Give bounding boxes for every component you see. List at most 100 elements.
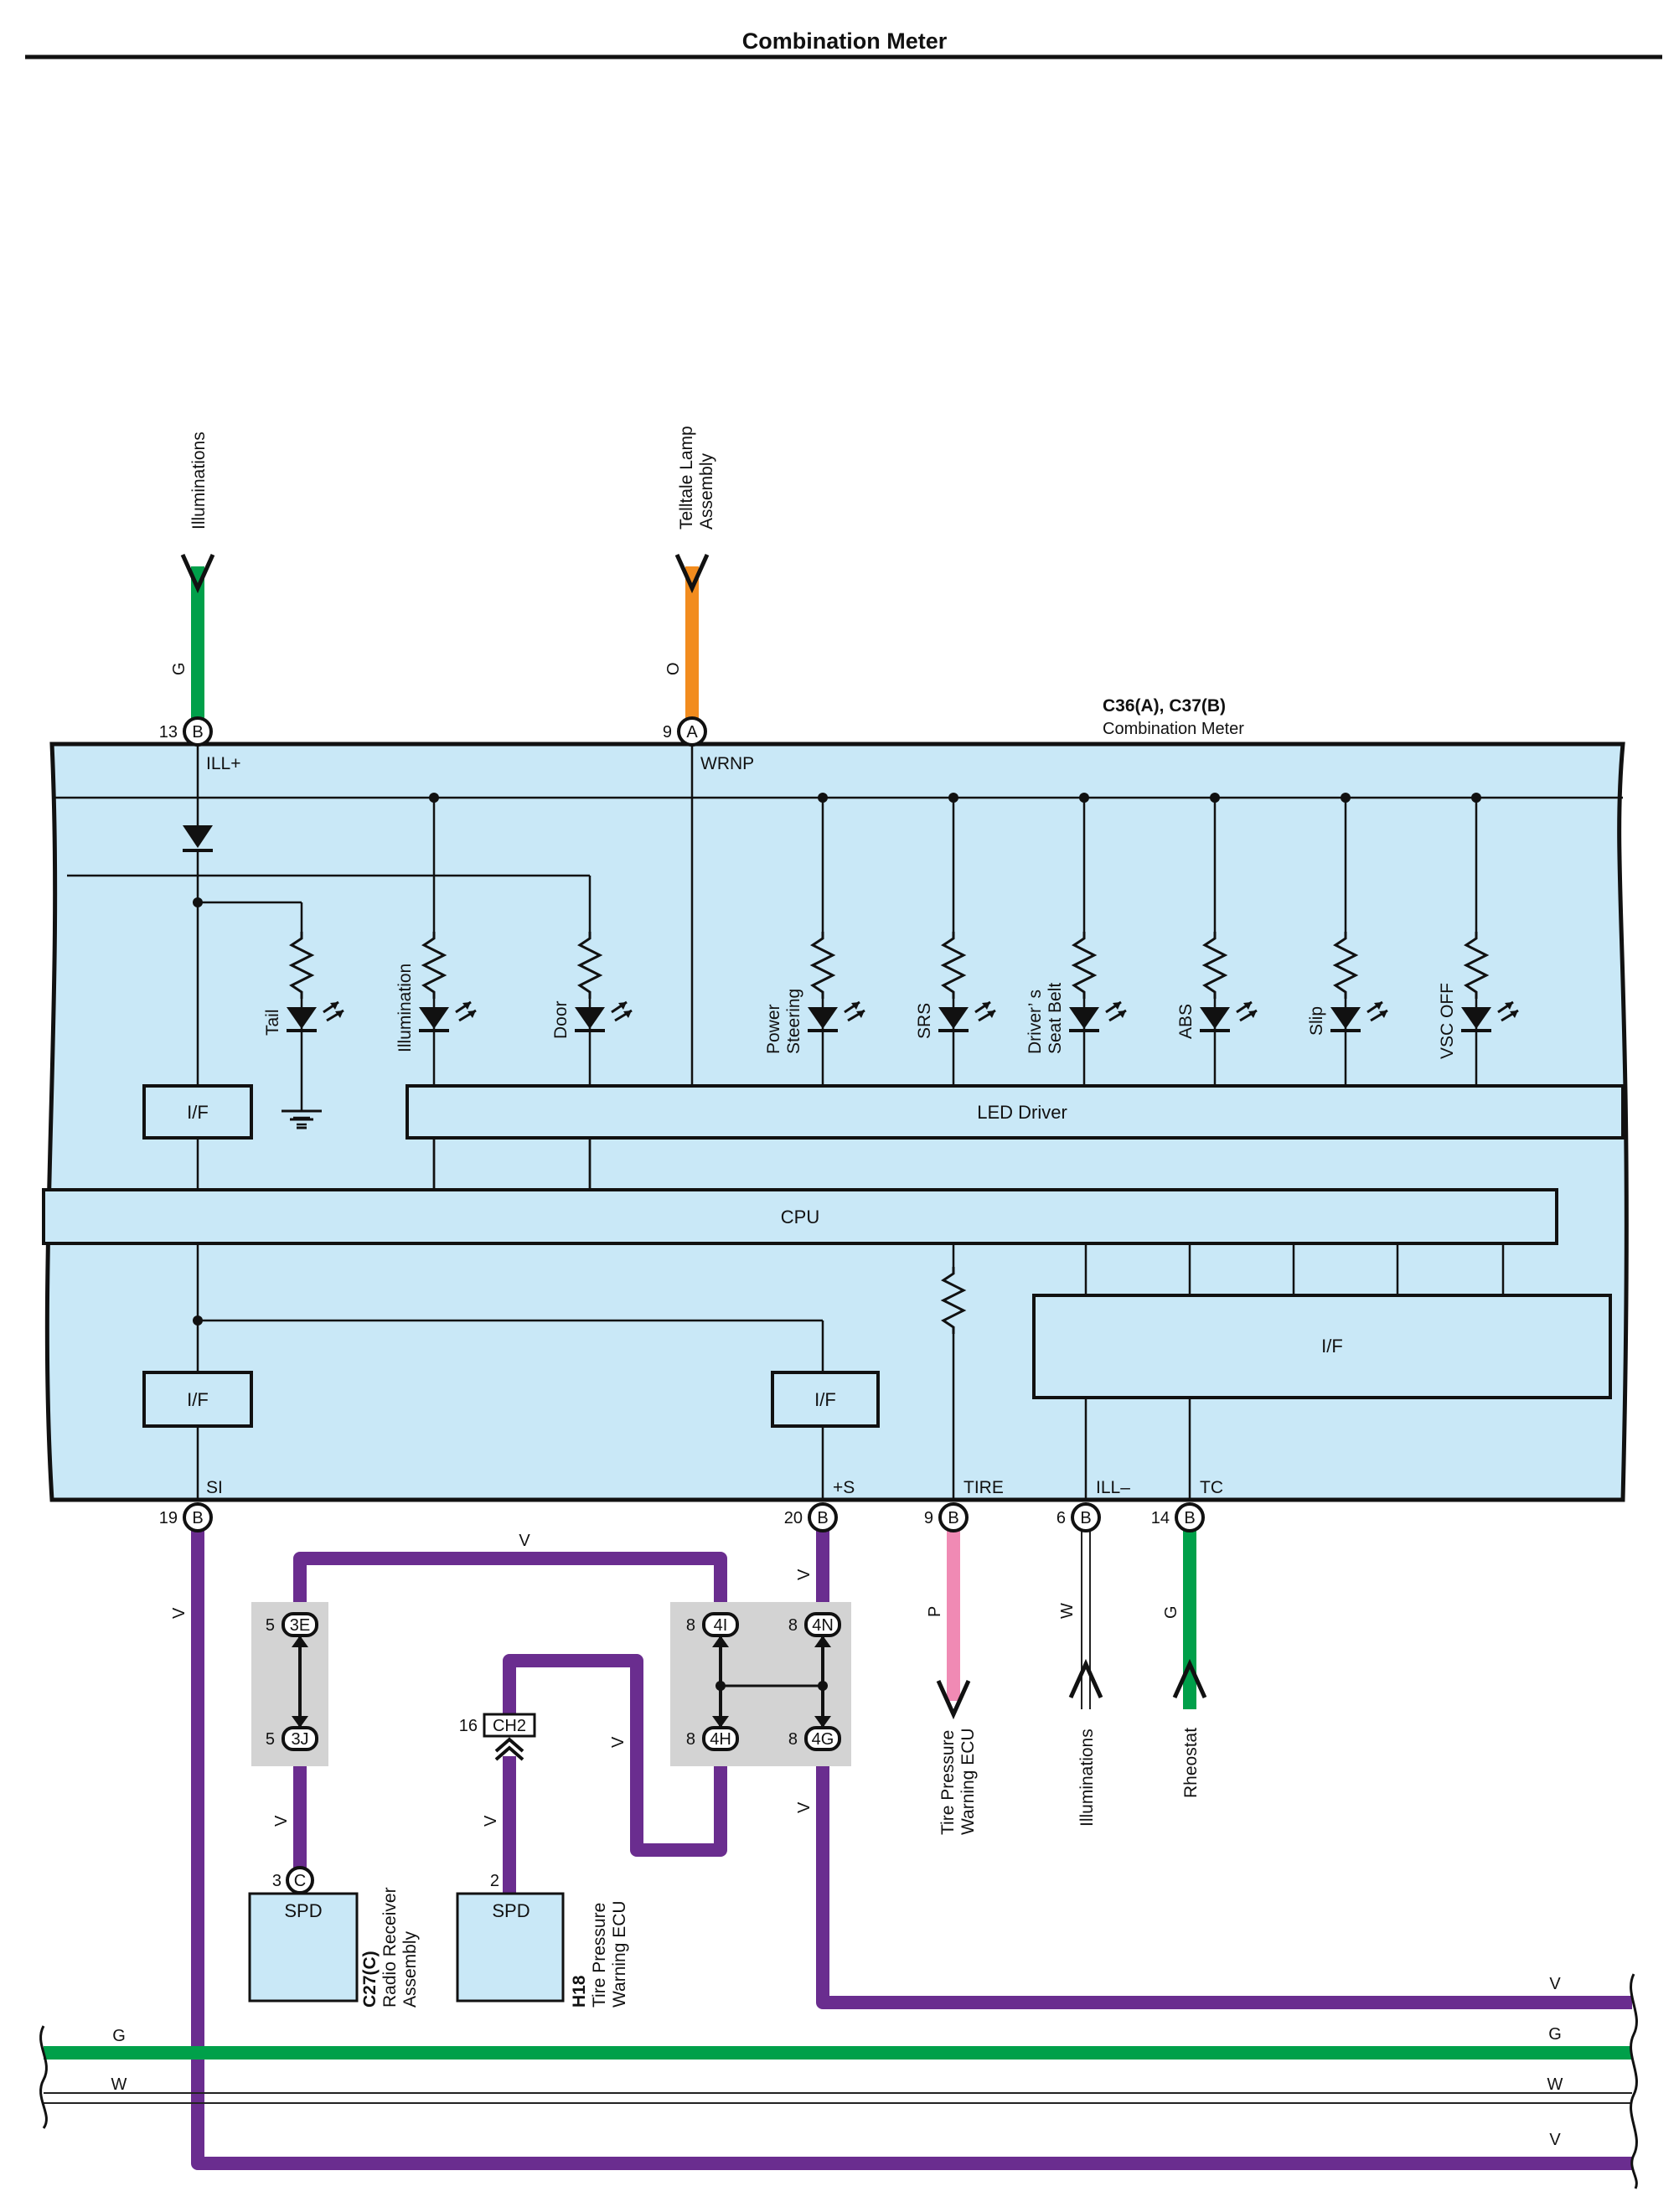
connector-a-top-letter: A — [686, 723, 698, 742]
tpms-spd-label: SPD — [492, 1900, 530, 1921]
connector-b-14 — [1175, 1502, 1205, 1532]
terminal-tc: TC — [1200, 1478, 1223, 1497]
tpms-name-1: Tire Pressure — [590, 1903, 609, 2008]
bus-label-g-left: G — [112, 2027, 126, 2045]
tpms-name-2: Warning ECU — [610, 1900, 629, 2008]
junction-3e-label: 3E — [290, 1616, 310, 1635]
label-telltale-2: Assembly — [697, 452, 716, 530]
wire-code-p: P — [926, 1606, 944, 1617]
tpms-pin-2: 2 — [490, 1872, 499, 1890]
dest-rheostat: Rheostat — [1181, 1728, 1201, 1798]
pin-19: 19 — [159, 1509, 178, 1527]
lamp-label-vsc-off: VSC OFF — [1438, 983, 1457, 1059]
if-block-right — [1032, 1294, 1612, 1399]
radio-spd-label: SPD — [284, 1900, 322, 1921]
junction-4i-label: 4I — [714, 1616, 728, 1635]
if-block-bottom-left — [142, 1371, 253, 1428]
if-block-top-left — [142, 1084, 253, 1140]
pin-6: 6 — [1056, 1509, 1066, 1527]
connector-b-9 — [938, 1502, 969, 1532]
if-label-1: I/F — [187, 1102, 209, 1123]
lamp-label-seat-belt: Seat Belt — [1046, 983, 1065, 1054]
connector-b-20 — [808, 1502, 838, 1532]
junction-3e — [282, 1612, 318, 1637]
if-label-4: I/F — [1321, 1336, 1343, 1357]
lamp-label-srs: SRS — [915, 1003, 934, 1039]
connector-ch2-label: CH2 — [493, 1717, 526, 1735]
junction-4h-label: 4H — [710, 1730, 731, 1749]
wire-v-radio-loop — [293, 1552, 727, 1614]
dest-illuminations: Illuminations — [1077, 1729, 1097, 1827]
lamp-label-abs: ABS — [1176, 1004, 1196, 1039]
junction-4n — [804, 1612, 841, 1637]
arrow-telltale-icon — [674, 553, 710, 594]
internal-circuit — [52, 744, 1623, 1500]
terminal-tire: TIRE — [963, 1478, 1004, 1497]
connector-b-6-letter: B — [1080, 1509, 1091, 1527]
junction-3j — [282, 1726, 318, 1751]
connector-ch2 — [483, 1713, 536, 1738]
lamp-label-illumination: Illumination — [395, 964, 415, 1052]
lamp-label-drivers: Driver’ s — [1025, 990, 1045, 1054]
ch2-chevron-1-icon — [494, 1737, 524, 1753]
led-driver-label: LED Driver — [977, 1102, 1067, 1123]
bus-label-v-right-2: V — [1549, 2131, 1561, 2149]
arrow-ill-minus-icon — [1068, 1658, 1103, 1699]
if-block-bottom-mid — [771, 1371, 880, 1428]
component-code: C36(A), C37(B) — [1103, 696, 1226, 716]
junction-4n-pin: 8 — [788, 1616, 798, 1635]
wire-v-si-main — [191, 1518, 1632, 2170]
terminal-ill-plus: ILL+ — [206, 754, 240, 773]
lamp-label-tail: Tail — [263, 1009, 282, 1036]
bus-label-w-right: W — [1547, 2075, 1563, 2094]
junction-4h-pin: 8 — [686, 1730, 695, 1749]
dest-tire-pressure-1: Tire Pressure — [938, 1730, 958, 1835]
connector-b-6 — [1071, 1502, 1101, 1532]
junction-4g — [804, 1726, 841, 1751]
label-illuminations-top: Illuminations — [189, 432, 209, 530]
lamp-label-slip: Slip — [1307, 1006, 1326, 1036]
connector-b-19 — [183, 1502, 213, 1532]
terminal-wrnp: WRNP — [700, 754, 754, 773]
radio-code: C27(C) — [360, 1951, 380, 2008]
pin-14: 14 — [1151, 1509, 1170, 1527]
terminal-si: SI — [206, 1478, 223, 1497]
connector-c-radio-letter: C — [294, 1872, 306, 1890]
connector-b-14-letter: B — [1184, 1509, 1195, 1527]
cpu-block — [42, 1188, 1558, 1245]
break-mark-right-icon — [1630, 1973, 1638, 2189]
wire-code-g-top: G — [170, 662, 189, 675]
connector-b-top-letter: B — [192, 723, 203, 742]
tpms-spd-box — [456, 1892, 565, 2003]
arrow-tc-icon — [1172, 1658, 1207, 1699]
lamp-label-steering: Steering — [784, 989, 803, 1054]
led-driver-block — [406, 1084, 1625, 1140]
wire-code-v-si: V — [170, 1607, 189, 1619]
if-label-3: I/F — [814, 1389, 836, 1410]
bus-label-v-right-1: V — [1549, 1975, 1561, 1993]
cpu-label: CPU — [781, 1207, 819, 1227]
wire-code-v-4g: V — [795, 1801, 814, 1813]
wire-code-v-tpms-b: V — [609, 1736, 628, 1748]
junction-4i-pin: 8 — [686, 1616, 695, 1635]
bus-label-g-right: G — [1548, 2025, 1562, 2044]
wire-v-plus-s-down — [816, 1738, 1632, 2009]
pin-9-bottom: 9 — [924, 1509, 933, 1527]
wire-code-v-radio: V — [272, 1815, 291, 1827]
lamp-label-door: Door — [551, 1000, 571, 1039]
terminal-plus-s: +S — [833, 1478, 855, 1497]
connector-b-20-letter: B — [817, 1509, 828, 1527]
lamp-label-power: Power — [764, 1004, 783, 1054]
wire-code-o-top: O — [664, 662, 683, 675]
connector-ch2-pin: 16 — [459, 1717, 478, 1735]
connector-b-19-letter: B — [192, 1509, 203, 1527]
radio-name-2: Assembly — [400, 1930, 420, 2008]
arrow-tire-icon — [936, 1679, 971, 1720]
label-telltale-1: Telltale Lamp — [677, 426, 696, 530]
wire-v-tpms-loop — [503, 1654, 727, 1857]
wire-code-g-tc: G — [1162, 1605, 1180, 1619]
page-title: Combination Meter — [742, 28, 948, 54]
junction-4g-pin: 8 — [788, 1730, 798, 1749]
connector-b-9-letter: B — [948, 1509, 958, 1527]
bus-label-w-left: W — [111, 2075, 127, 2094]
